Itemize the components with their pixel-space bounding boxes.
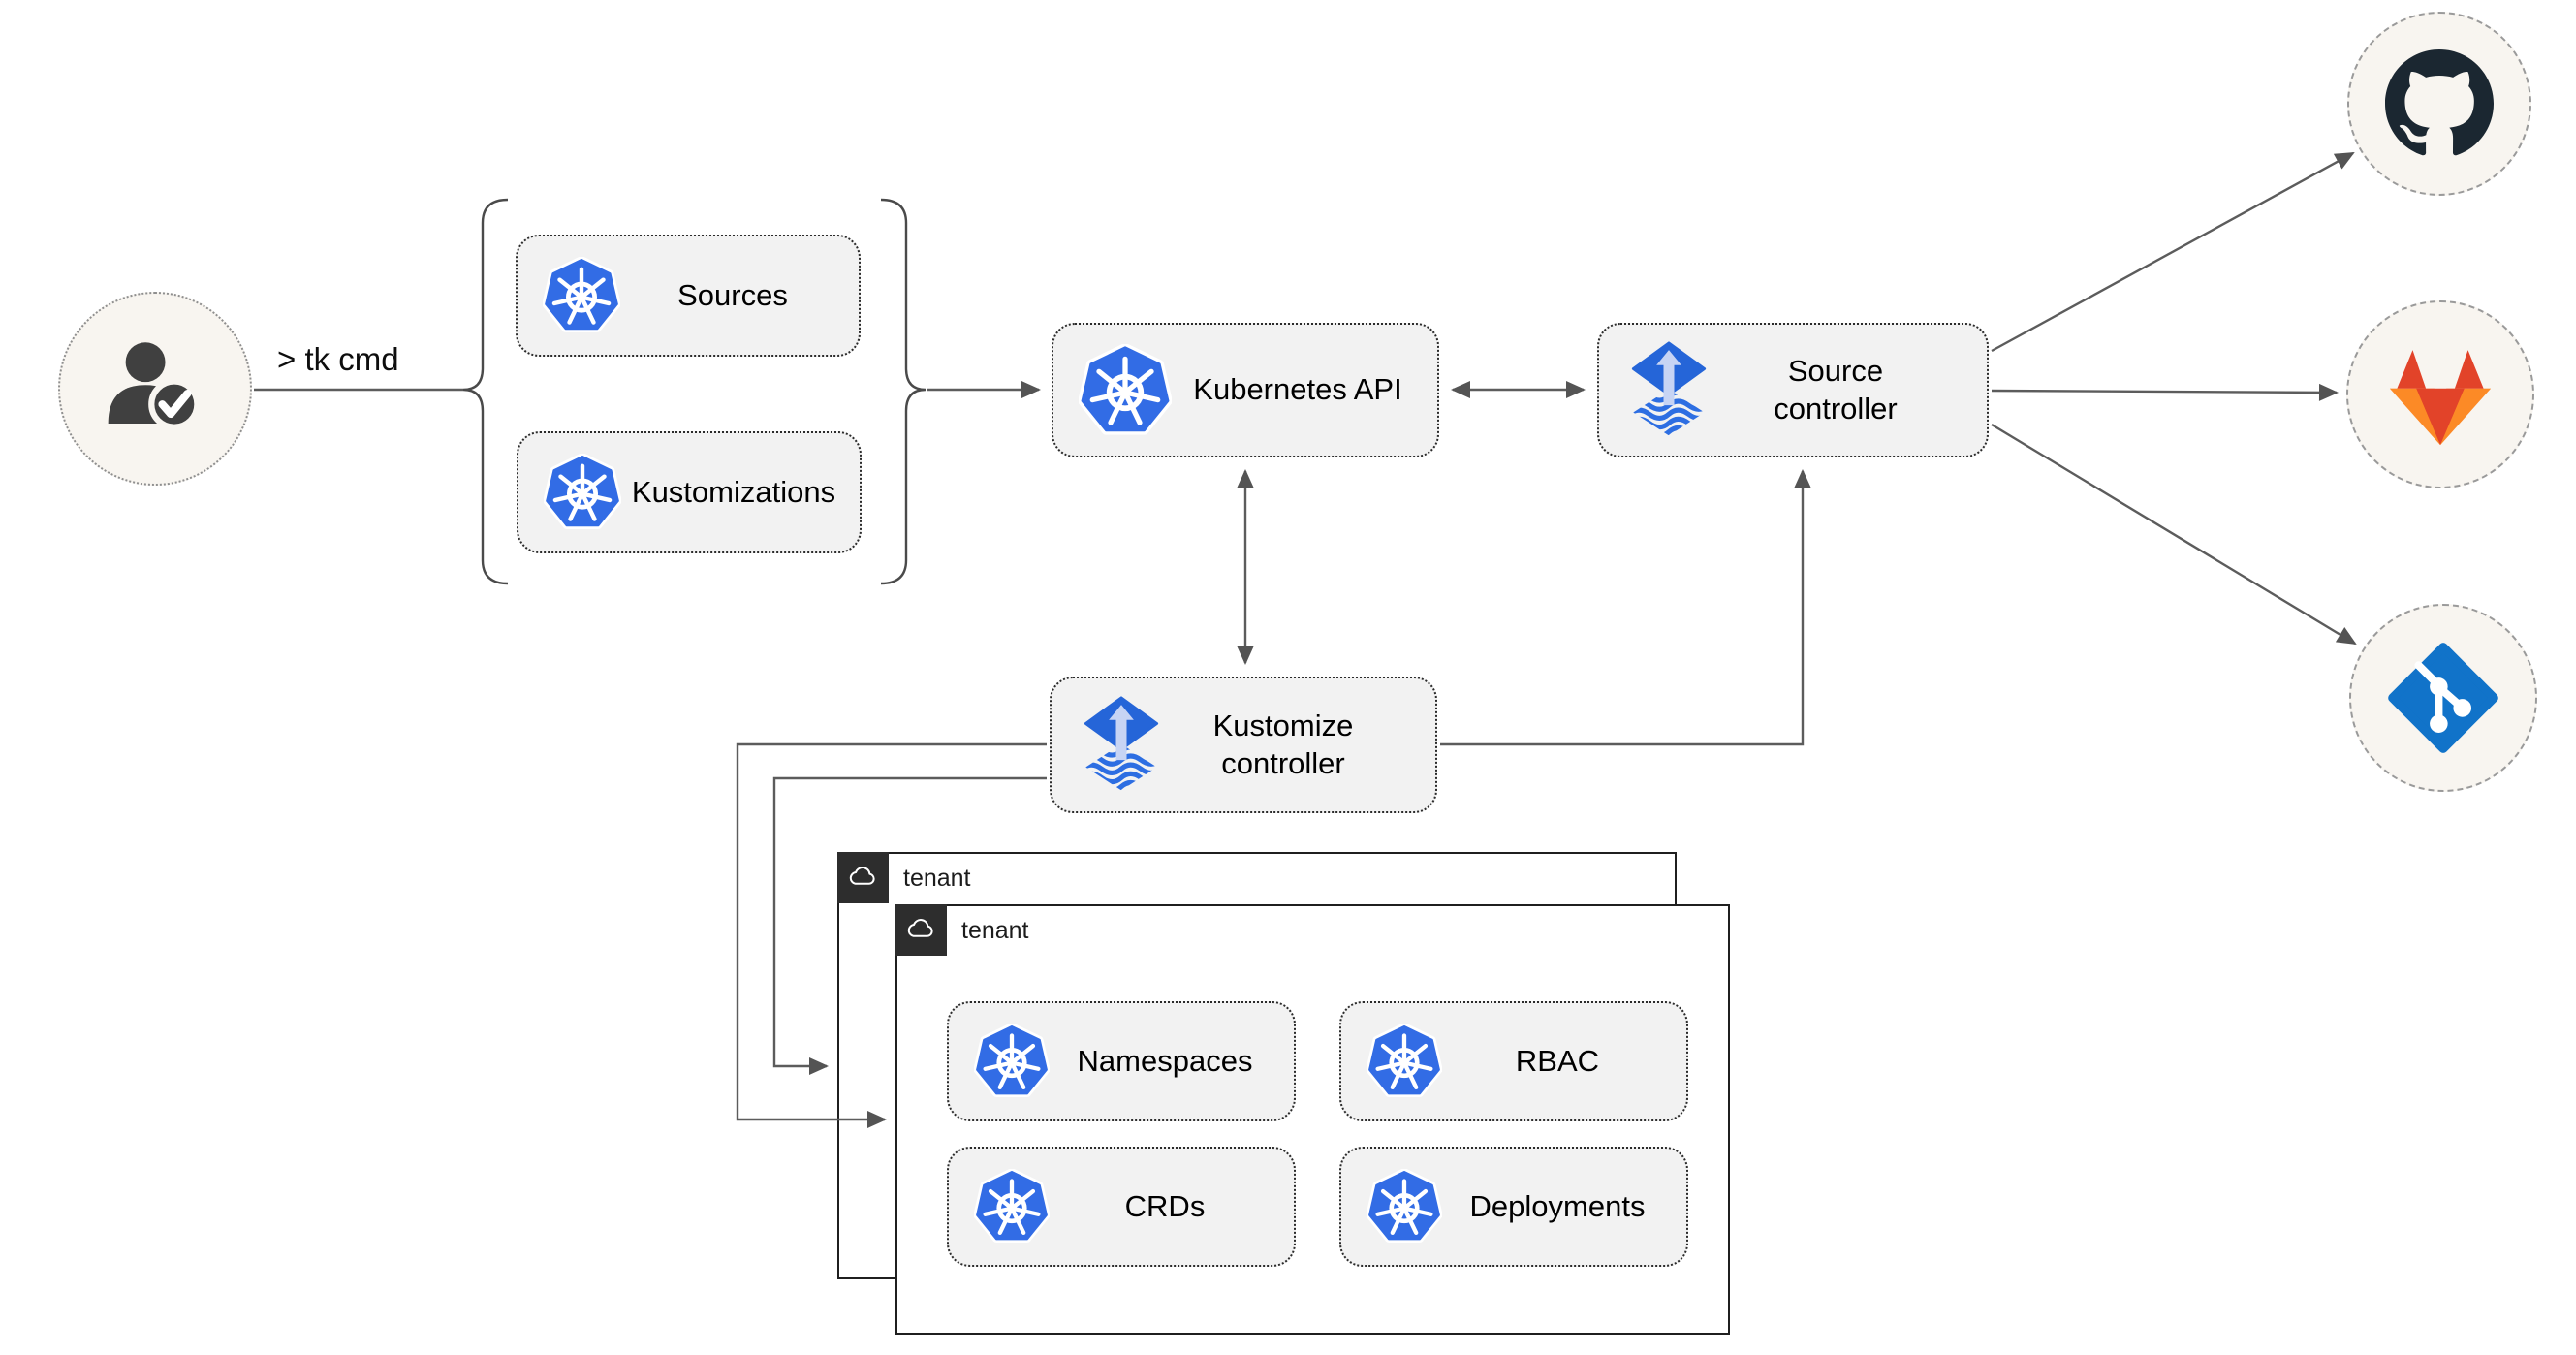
kubernetes-icon <box>1079 344 1172 437</box>
connector-source-to-git <box>1991 423 2357 646</box>
right-bracket <box>880 198 927 585</box>
tenant-inner-header <box>895 903 947 956</box>
github-icon <box>2385 49 2494 158</box>
deployments-node: Deployments <box>1339 1147 1688 1267</box>
kubernetes-icon <box>974 1169 1050 1245</box>
kustomizations-node: Kustomizations <box>517 431 862 553</box>
kubernetes-icon <box>544 454 621 531</box>
user-node <box>58 292 252 486</box>
source-controller-node: Source controller <box>1597 323 1989 457</box>
gitlab-provider-node <box>2346 300 2534 488</box>
kustomize-controller-label: Kustomize controller <box>1212 708 1354 780</box>
tk-cmd-label: > tk cmd <box>277 341 399 377</box>
namespaces-node: Namespaces <box>947 1001 1296 1121</box>
user-check-icon <box>95 329 215 449</box>
crds-label: CRDs <box>1124 1188 1206 1223</box>
kubernetes-icon <box>1367 1169 1442 1245</box>
kubernetes-icon <box>1367 1024 1442 1099</box>
deployments-label: Deployments <box>1469 1188 1646 1223</box>
kubernetes-api-label: Kubernetes API <box>1193 372 1402 407</box>
tenant-inner-label: tenant <box>961 916 1029 944</box>
source-controller-label: Source controller <box>1774 353 1898 425</box>
git-provider-node <box>2349 604 2537 792</box>
kustomize-controller-node: Kustomize controller <box>1050 677 1437 813</box>
kustomizations-label: Kustomizations <box>631 474 836 509</box>
kubernetes-icon <box>974 1024 1050 1099</box>
namespaces-label: Namespaces <box>1077 1043 1253 1078</box>
kubernetes-icon <box>543 257 620 334</box>
git-icon <box>2387 642 2499 754</box>
flux-icon <box>1624 341 1713 439</box>
connector-source-to-github <box>1991 151 2355 353</box>
sources-node: Sources <box>516 235 861 357</box>
cloud-icon <box>846 861 879 894</box>
connector-kustomize-to-source <box>1440 469 1811 746</box>
crds-node: CRDs <box>947 1147 1296 1267</box>
connector-source-to-gitlab <box>1991 383 2339 401</box>
tenant-cluster-inner: tenant Namespaces RBAC CRDs Deployments <box>895 903 1730 1335</box>
tenant-outer-header <box>836 851 889 903</box>
rbac-node: RBAC <box>1339 1001 1688 1121</box>
flux-icon <box>1077 696 1166 794</box>
gitlab-icon <box>2380 340 2500 449</box>
kubernetes-api-node: Kubernetes API <box>1052 323 1439 457</box>
github-provider-node <box>2347 12 2531 196</box>
sources-label: Sources <box>677 277 788 312</box>
tenant-outer-label: tenant <box>903 864 971 892</box>
left-bracket <box>462 198 509 585</box>
cloud-icon <box>904 913 937 946</box>
rbac-label: RBAC <box>1515 1043 1600 1078</box>
